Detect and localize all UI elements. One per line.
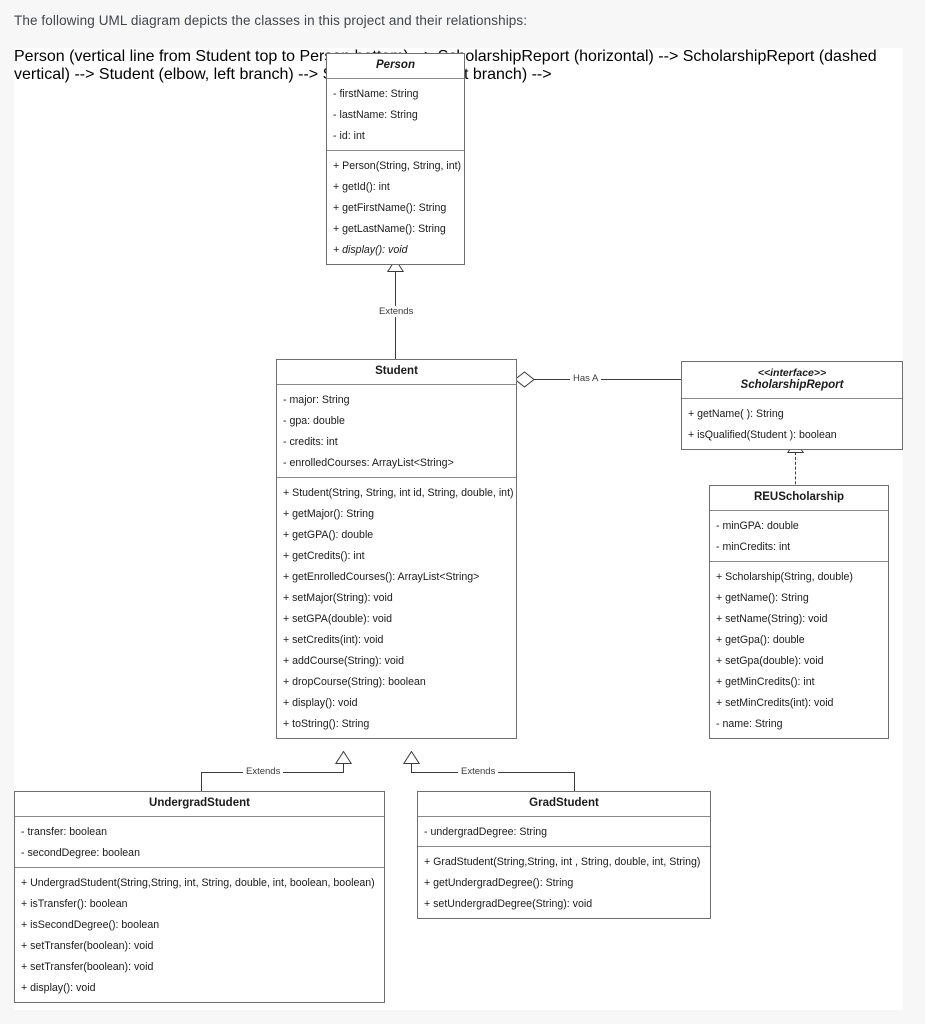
method-row: + setName(String): void [716,612,828,625]
attributes-section-undergradstudent: - transfer: boolean - secondDegree: bool… [15,817,384,868]
attribute-row: - secondDegree: boolean [21,846,140,859]
uml-class-gradstudent[interactable]: GradStudent - undergradDegree: String + … [417,791,711,919]
attribute-row: - major: String [283,393,350,406]
attribute-row: - gpa: double [283,414,345,427]
method-row: + getGpa(): double [716,633,805,646]
method-row: + getEnrolledCourses(): ArrayList<String… [283,570,480,583]
page-intro-text: The following UML diagram depicts the cl… [14,13,528,28]
attribute-row: - transfer: boolean [21,825,107,838]
aggregation-diamond-student [514,371,535,388]
class-name-person: Person [327,54,464,79]
edge-undergrad-drop [201,772,202,792]
method-row: + getLastName(): String [333,222,446,235]
attributes-section-person: - firstName: String - lastName: String -… [327,79,464,151]
methods-section-reuscholarship: + Scholarship(String, double) + getName(… [710,562,888,738]
class-name-reuscholarship: REUScholarship [710,486,888,511]
method-row: + display(): void [21,981,96,994]
method-row: - name: String [716,717,783,730]
methods-section-undergradstudent: + UndergradStudent(String,String, int, S… [15,868,384,1002]
stereotype-interface: <<interface>> [757,367,827,379]
method-row: + Person(String, String, int) [333,159,462,172]
class-name-undergradstudent: UndergradStudent [15,792,384,817]
edge-student-to-scholarshipreport [530,379,682,380]
method-row: + isSecondDegree(): boolean [21,918,160,931]
methods-section-person: + Person(String, String, int) + getId():… [327,151,464,264]
method-row: + UndergradStudent(String,String, int, S… [21,876,375,889]
method-row: + isQualified(Student ): boolean [688,428,837,441]
method-row: + display(): void [283,696,358,709]
generalization-arrow-student-grad [403,751,420,764]
attribute-row: - undergradDegree: String [424,825,548,838]
edge-label-grad-extends: Extends [458,766,499,777]
uml-class-student[interactable]: Student - major: String - gpa: double - … [276,359,517,739]
attributes-section-reuscholarship: - minGPA: double - minCredits: int [710,511,888,562]
edge-reuscholarship-to-scholarshipreport [795,452,796,494]
edge-label-student-has-a: Has A [570,373,602,384]
method-row-abstract: + display(): void [333,243,408,256]
method-row: + isTransfer(): boolean [21,897,128,910]
method-row: + setMajor(String): void [283,591,393,604]
attribute-row: - minGPA: double [716,519,799,532]
attribute-row: - lastName: String [333,108,418,121]
edge-label-student-extends-person: Extends [376,306,417,317]
method-row: + getId(): int [333,180,390,193]
attribute-row: - credits: int [283,435,338,448]
method-row: + getUndergradDegree(): String [424,876,574,889]
edge-student-to-person [395,271,396,405]
method-row: + setMinCredits(int): void [716,696,834,709]
method-row: + getFirstName(): String [333,201,447,214]
class-header-scholarshipreport: <<interface>> ScholarshipReport [682,362,902,399]
method-row: + setTransfer(boolean): void [21,939,154,952]
attribute-row: - id: int [333,129,365,142]
method-row: + setTransfer(boolean): void [21,960,154,973]
method-row: + getName( ): String [688,407,784,420]
method-row: + toString(): String [283,717,370,730]
edge-grad-riser [411,763,412,773]
method-row: + getMinCredits(): int [716,675,815,688]
edge-label-undergrad-extends: Extends [243,766,284,777]
method-row: + addCourse(String): void [283,654,405,667]
attributes-section-student: - major: String - gpa: double - credits:… [277,385,516,478]
edge-undergrad-riser [343,763,344,773]
method-row: + getCredits(): int [283,549,365,562]
methods-section-student: + Student(String, String, int id, String… [277,478,516,738]
method-row: + Scholarship(String, double) [716,570,853,583]
method-row: + getName(): String [716,591,809,604]
uml-class-undergradstudent[interactable]: UndergradStudent - transfer: boolean - s… [14,791,385,1003]
methods-section-gradstudent: + GradStudent(String,String, int , Strin… [418,847,710,918]
attribute-row: - firstName: String [333,87,419,100]
methods-section-scholarshipreport: + getName( ): String + isQualified(Stude… [682,399,902,449]
generalization-arrow-student-undergrad [335,751,352,764]
uml-class-reuscholarship[interactable]: REUScholarship - minGPA: double - minCre… [709,485,889,739]
method-row: + Student(String, String, int id, String… [283,486,514,499]
method-row: + GradStudent(String,String, int , Strin… [424,855,701,868]
attribute-row: - minCredits: int [716,540,791,553]
uml-diagram-canvas: Person (vertical line from Student top t… [14,48,903,1010]
generalization-arrow-person [387,259,404,272]
attributes-section-gradstudent: - undergradDegree: String [418,817,710,847]
method-row: + dropCourse(String): boolean [283,675,426,688]
edge-grad-drop [574,772,575,792]
class-name-student: Student [277,360,516,385]
method-row: + setGpa(double): void [716,654,824,667]
uml-class-person[interactable]: Person - firstName: String - lastName: S… [326,53,465,265]
method-row: + getMajor(): String [283,507,374,520]
uml-class-scholarshipreport[interactable]: <<interface>> ScholarshipReport + getNam… [681,361,903,450]
method-row: + setGPA(double): void [283,612,393,625]
class-name-gradstudent: GradStudent [418,792,710,817]
attribute-row: - enrolledCourses: ArrayList<String> [283,456,454,469]
method-row: + setCredits(int): void [283,633,384,646]
class-name-scholarshipreport: ScholarshipReport [740,379,844,391]
method-row: + setUndergradDegree(String): void [424,897,593,910]
method-row: + getGPA(): double [283,528,374,541]
